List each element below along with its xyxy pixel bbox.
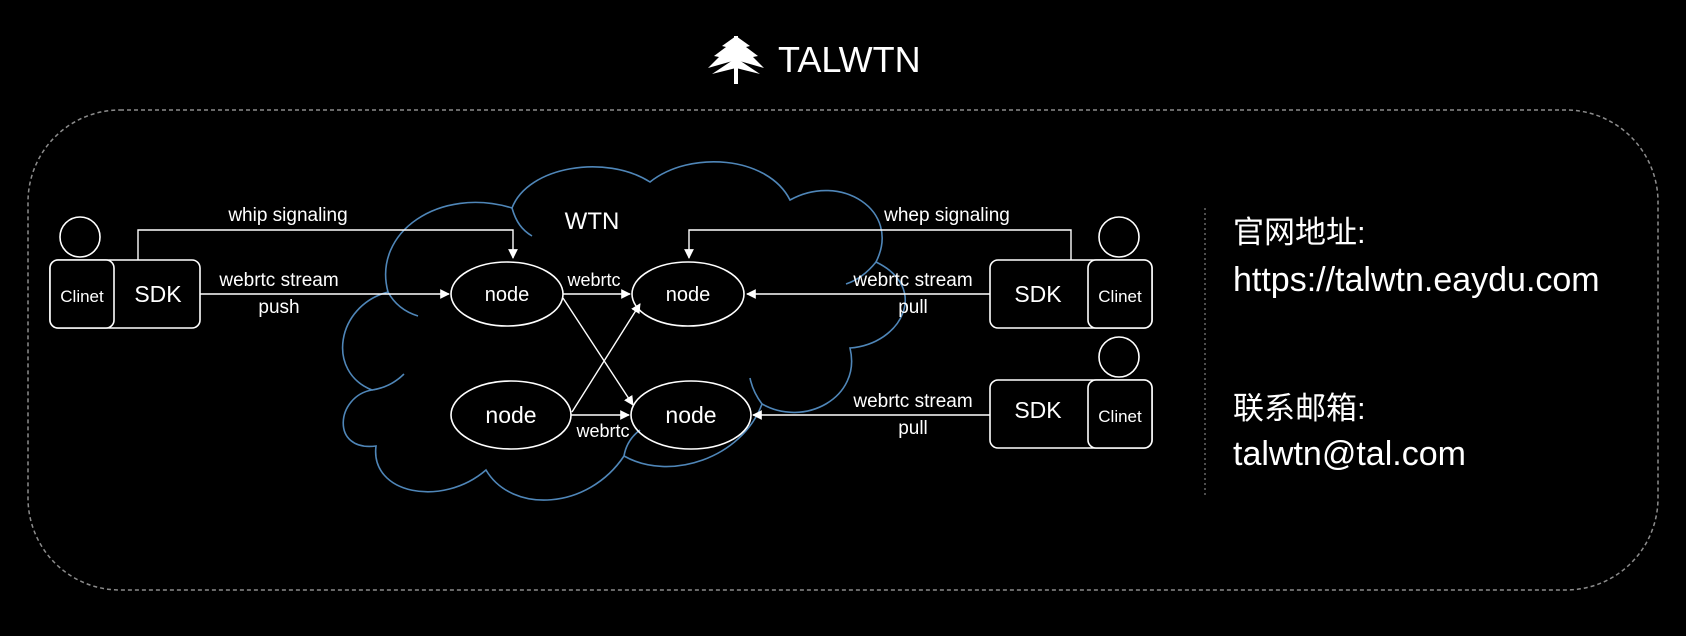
cloud-inner-curve [371, 373, 405, 391]
edge-label-whep-signaling: whep signaling [883, 205, 1010, 226]
edge-label-whip-signaling: whip signaling [227, 205, 347, 226]
node-top-right [631, 261, 745, 327]
edge-node-tl-br [562, 297, 634, 406]
client-avatar-left [59, 216, 101, 258]
cloud-inner-curve [387, 291, 419, 317]
client-avatar-right-2 [1098, 336, 1140, 378]
sdk-label-left: SDK [134, 281, 182, 307]
edge-label-push-stream: webrtc stream [218, 270, 338, 291]
cloud-inner-curve [749, 377, 763, 405]
cloud-label: WTN [565, 208, 620, 235]
edge-label-pull-2: pull [898, 418, 928, 439]
client-label-right-2: Clinet [1098, 407, 1142, 426]
website-label: 官网地址: [1233, 215, 1366, 250]
client-box-right-1 [1087, 259, 1153, 329]
node-label: node [485, 402, 536, 428]
cloud-inner-curve [845, 261, 877, 285]
node-bottom-right [630, 380, 752, 450]
edge-whep-signaling [684, 229, 1072, 260]
outer-frame [27, 109, 1659, 591]
sdk-label-right-2: SDK [1014, 397, 1062, 423]
client-avatar-right-1 [1098, 216, 1140, 258]
edge-label-webrtc-bottom: webrtc [575, 421, 629, 441]
sdk-label-right-1: SDK [1014, 281, 1062, 307]
email-address[interactable]: talwtn@tal.com [1233, 435, 1466, 473]
website-url[interactable]: https://talwtn.eaydu.com [1233, 261, 1600, 299]
client-label-left: Clinet [60, 287, 104, 306]
edge-whip-signaling [137, 229, 518, 260]
node-label: node [485, 284, 530, 306]
edge-label-pull-stream-2: webrtc stream [852, 391, 972, 412]
edge-node-bl-tr [571, 303, 641, 413]
client-box-right-2 [1087, 379, 1153, 449]
pine-tree-logo-icon [708, 36, 764, 84]
node-label: node [665, 402, 716, 428]
client-box-left [49, 259, 115, 329]
node-label: node [666, 284, 711, 306]
cloud-inner-curve [511, 207, 533, 237]
wtn-cloud [341, 160, 906, 501]
client-label-right-1: Clinet [1098, 287, 1142, 306]
edge-label-webrtc-top: webrtc [566, 270, 620, 290]
brand-title: TALWTN [778, 39, 921, 80]
edge-label-pull-1: pull [898, 297, 928, 318]
edge-label-pull-stream-1: webrtc stream [852, 270, 972, 291]
email-label: 联系邮箱: [1233, 391, 1366, 426]
edge-label-push: push [258, 297, 299, 318]
